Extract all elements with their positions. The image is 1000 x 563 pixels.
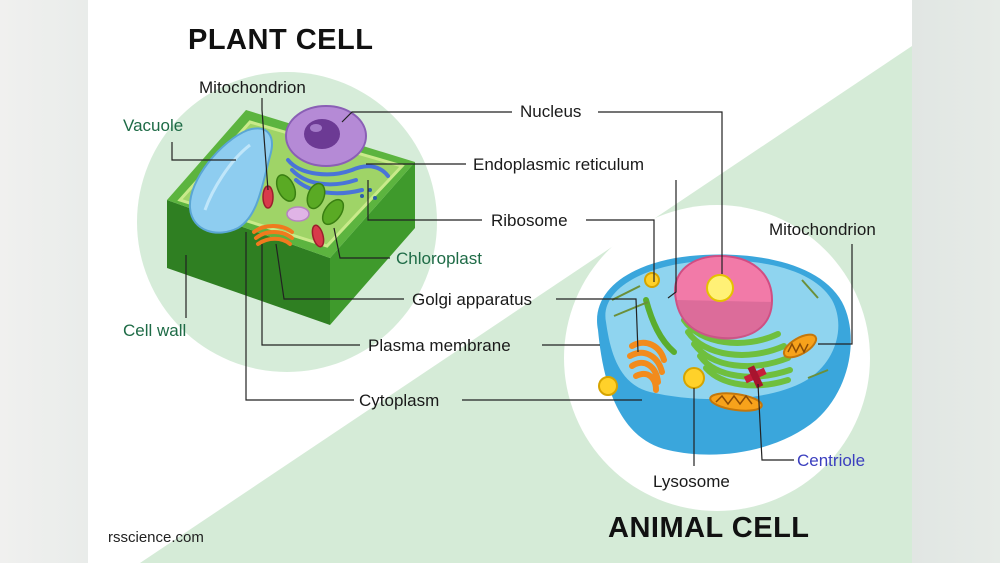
animal-cytoskeleton <box>611 279 829 379</box>
plant-ribosome-2 <box>368 188 372 192</box>
label-lysosome: Lysosome <box>653 472 730 491</box>
label-centriole: Centriole <box>797 451 866 470</box>
mitochondrion-cristae-2 <box>715 394 753 406</box>
leader-nucleus <box>598 111 723 274</box>
label-cytoplasm: Cytoplasm <box>359 391 440 410</box>
plant-chloroplast-1 <box>275 174 297 202</box>
plant-cell-title: PLANT CELL <box>188 24 374 56</box>
label-chloroplast: Chloroplast <box>396 249 482 268</box>
mitochondrion-cristae-1 <box>787 342 809 354</box>
label-golgi-apparatus: Golgi apparatus <box>412 290 533 309</box>
animal-cell-title: ANIMAL CELL <box>608 512 810 544</box>
nucleus-shadow <box>676 300 772 340</box>
leader-nucleus-plant <box>341 111 512 123</box>
leader-er-animal <box>667 180 677 299</box>
label-cell-wall: Cell wall <box>123 321 187 340</box>
animal-cell <box>597 254 851 455</box>
source-credit: rsscience.com <box>108 529 204 546</box>
label-plasma-membrane: Plasma membrane <box>368 336 511 355</box>
leader-ribosome-animal <box>586 219 655 282</box>
right-side-panel <box>912 0 1000 563</box>
leader-mitochondrion-animal <box>818 244 853 345</box>
plant-chloroplast-3 <box>321 198 345 226</box>
plant-ribosome-1 <box>360 194 364 198</box>
label-endoplasmic-reticulum: Endoplasmic reticulum <box>473 155 645 174</box>
plant-nucleolus <box>304 119 340 149</box>
plant-vacuole <box>188 127 273 234</box>
plant-ribosome-3 <box>373 196 377 200</box>
leader-mitochondrion-plant <box>261 98 269 191</box>
leader-plasma-membrane-plant <box>261 244 360 346</box>
plant-chloroplast-2 <box>306 182 326 210</box>
vacuole-highlight <box>203 143 251 211</box>
animal-nucleolus <box>706 274 734 302</box>
leader-golgi-plant <box>275 243 404 300</box>
plant-cell <box>167 105 415 325</box>
nucleolus-highlight <box>310 124 322 132</box>
leader-golgi-animal <box>556 298 639 353</box>
leader-vacuole <box>171 142 236 161</box>
left-side-panel <box>0 0 88 563</box>
plant-vesicle <box>286 206 310 222</box>
plant-cell-wall-side <box>330 162 415 325</box>
label-vacuole: Vacuole <box>123 116 184 135</box>
animal-centriole-2 <box>747 365 764 389</box>
plant-golgi <box>252 224 294 246</box>
leader-centriole <box>757 383 794 461</box>
label-mitochondrion-animal: Mitochondrion <box>769 220 876 239</box>
plant-mitochondrion-2 <box>311 224 325 248</box>
animal-lysosome-3 <box>644 272 660 288</box>
label-mitochondrion-plant: Mitochondrion <box>199 78 306 97</box>
leader-chloroplast <box>333 227 390 259</box>
animal-er <box>681 317 793 389</box>
animal-lysosome-1 <box>683 367 705 389</box>
leader-ribosome-plant <box>367 180 482 221</box>
animal-lysosome-2 <box>598 376 618 396</box>
label-nucleus: Nucleus <box>520 102 582 121</box>
animal-er-2 <box>643 297 677 355</box>
animal-golgi <box>627 339 667 393</box>
label-ribosome: Ribosome <box>491 211 568 230</box>
leader-cytoplasm-plant <box>245 232 354 401</box>
leader-lines <box>171 98 853 466</box>
